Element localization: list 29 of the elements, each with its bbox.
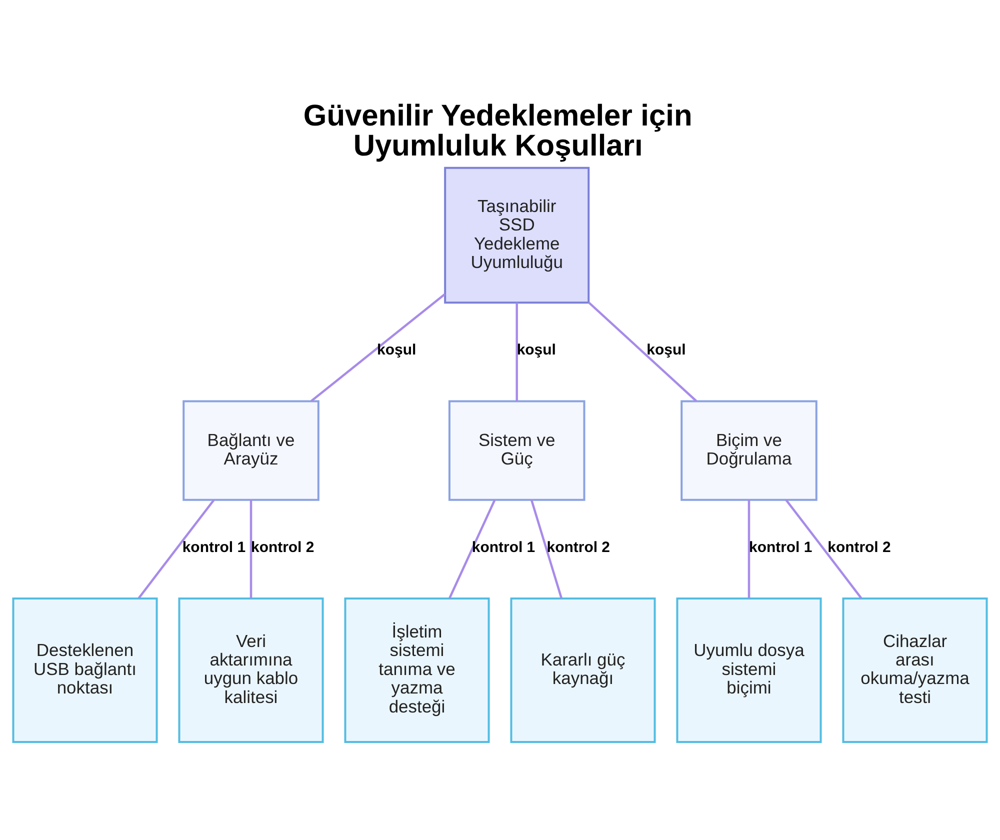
node-box: Bağlantı ve Arayüz (182, 400, 320, 501)
connector (785, 499, 862, 599)
node-box: Sistem ve Güç (448, 400, 586, 501)
connector (310, 293, 446, 402)
edge-label: kontrol 2 (251, 538, 314, 556)
node-box: Taşınabilir SSD Yedekleme Uyumluluğu (444, 166, 590, 304)
edge-label: kontrol 2 (828, 538, 891, 556)
node-box: Kararlı güç kaynağı (510, 597, 656, 743)
connector (748, 500, 750, 598)
node-box: Cihazlar arası okuma/yazma testi (842, 597, 988, 743)
node-box: Uyumlu dosya sistemi biçimi (676, 597, 822, 743)
edge-label: kontrol 1 (472, 538, 536, 556)
node-box: İşletim sistemi tanıma ve yazma desteği (344, 597, 490, 743)
connector (250, 500, 252, 598)
diagram-title: Güvenilir Yedeklemeler için Uyumluluk Koşulları (303, 100, 692, 163)
edge-label: koşul (377, 342, 416, 359)
node-box: Desteklenen USB bağlantı noktası (12, 597, 158, 743)
edge-label: kontrol 2 (546, 538, 610, 556)
connector (530, 500, 563, 599)
connector (138, 499, 215, 599)
edge-label: koşul (516, 342, 556, 359)
connector (516, 302, 518, 402)
node-box: Veri aktarımına uygun kablo kalitesi (178, 597, 324, 743)
connector (588, 302, 698, 402)
node-box: Biçim ve Doğrulama (680, 400, 818, 501)
edge-label: kontrol 1 (748, 538, 812, 556)
edge-label: kontrol 1 (182, 538, 246, 556)
connector (448, 500, 496, 599)
edge-label: koşul (646, 342, 686, 359)
